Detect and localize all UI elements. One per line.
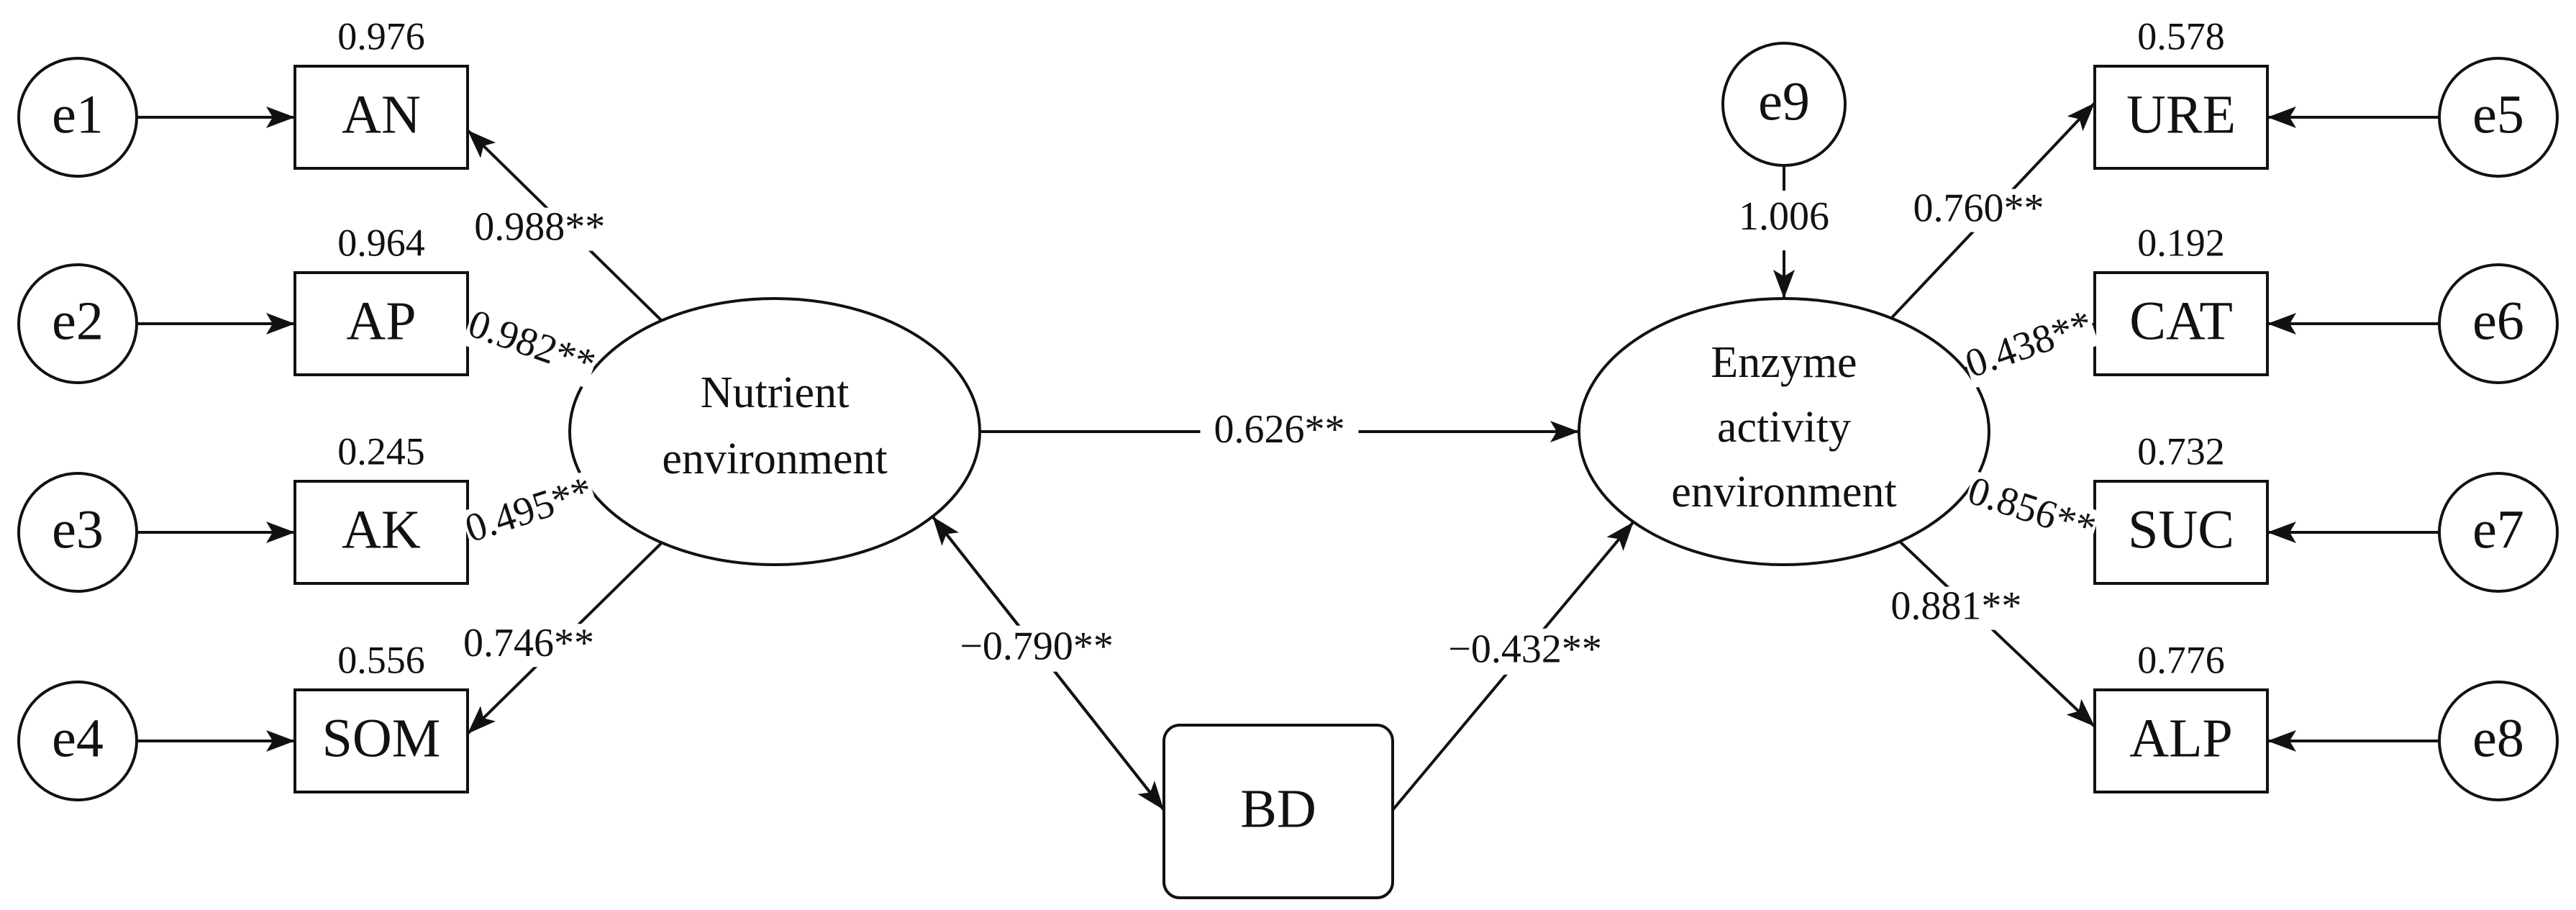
loading-label-bg xyxy=(1890,586,2023,630)
error-e2-label: e2 xyxy=(52,291,104,351)
indicator-som-label: SOM xyxy=(322,708,441,768)
indicator-ure-label: URE xyxy=(2126,84,2236,145)
error-e4-label: e4 xyxy=(52,708,104,768)
residual-e9-coefficient: 1.006 xyxy=(1739,194,1829,239)
loading-alp-coefficient: 0.881** xyxy=(1890,583,2021,628)
indicator-cat-label: CAT xyxy=(2129,291,2233,351)
loading-ap-coefficient: 0.982** xyxy=(463,301,601,387)
latent-nutrient-environment xyxy=(568,297,981,566)
indicator-ure xyxy=(2093,65,2269,170)
indicator-alp-label: ALP xyxy=(2129,708,2233,768)
indicator-ap-r2: 0.964 xyxy=(337,221,425,264)
error-e1-label: e1 xyxy=(52,84,104,145)
loading-ak-coefficient: 0.495** xyxy=(460,468,598,552)
indicator-an xyxy=(293,65,469,170)
latent-nutrient-label-line2: environment xyxy=(662,434,887,483)
path-label-bg xyxy=(1200,409,1359,455)
loading-label-bg xyxy=(463,624,596,668)
loading-ure-coefficient: 0.760** xyxy=(1913,186,2044,231)
indicator-cat-r2: 0.192 xyxy=(2137,221,2225,264)
indicator-suc-r2: 0.732 xyxy=(2137,429,2225,473)
latent-nutrient-label-line1: Nutrient xyxy=(701,368,850,417)
error-e6-label: e6 xyxy=(2472,291,2524,351)
error-e7-label: e7 xyxy=(2472,499,2524,560)
loading-label-bg xyxy=(1912,188,2045,232)
path-label-bg xyxy=(952,625,1122,672)
loading-path-alp xyxy=(1898,540,2096,728)
loading-suc-coefficient: 0.856** xyxy=(1962,468,2101,551)
loading-label-bg xyxy=(1961,470,2101,553)
indicator-ure-r2: 0.578 xyxy=(2137,14,2225,58)
indicator-suc-label: SUC xyxy=(2128,499,2234,560)
indicator-som-r2: 0.556 xyxy=(337,638,425,681)
loading-label-bg xyxy=(460,470,600,553)
loading-label-bg xyxy=(1960,304,2100,388)
error-e5-label: e5 xyxy=(2472,84,2524,145)
indicator-ak-label: AK xyxy=(342,499,421,560)
observed-bd xyxy=(1162,724,1394,899)
indicator-ap xyxy=(293,271,469,376)
error-e3-label: e3 xyxy=(52,499,104,560)
latent-enzyme-label-line2: activity xyxy=(1717,403,1851,452)
error-e8-label: e8 xyxy=(2472,708,2524,768)
indicator-ap-label: AP xyxy=(346,291,416,351)
loading-cat-coefficient: 0.438** xyxy=(1960,301,2098,386)
residual-e9-label: e9 xyxy=(1758,71,1810,132)
path-bd-to-enzyme-coefficient: −0.432** xyxy=(1448,627,1602,672)
observed-bd-label: BD xyxy=(1240,778,1316,839)
loading-som-coefficient: 0.746** xyxy=(463,621,594,665)
path-nutrient-to-enzyme-coefficient: 0.626** xyxy=(1214,407,1345,452)
latent-enzyme-label-line3: environment xyxy=(1671,468,1896,517)
indicator-an-label: AN xyxy=(342,84,421,145)
path-label-bg xyxy=(1440,628,1611,675)
indicator-an-r2: 0.976 xyxy=(337,14,425,58)
indicator-alp-r2: 0.776 xyxy=(2137,638,2225,681)
indicator-cat xyxy=(2093,271,2269,376)
indicator-som xyxy=(293,688,469,793)
loading-an-coefficient: 0.988** xyxy=(474,204,605,249)
indicator-ak-r2: 0.245 xyxy=(337,429,425,473)
loading-label-bg xyxy=(473,207,606,251)
path-nutrient-bd-coefficient: −0.790** xyxy=(960,624,1114,668)
latent-enzyme-label-line1: Enzyme xyxy=(1711,338,1857,387)
loading-label-bg xyxy=(461,304,601,388)
